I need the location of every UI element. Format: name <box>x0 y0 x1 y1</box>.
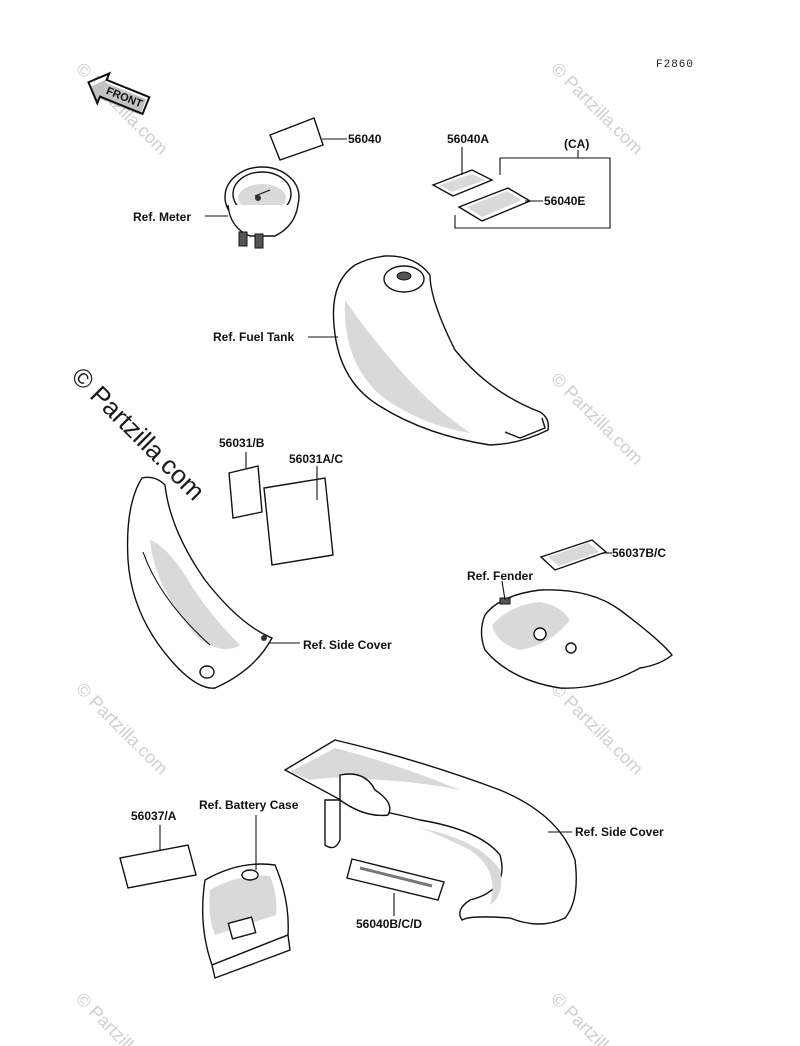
part-number-56040BCD: 56040B/C/D <box>356 917 422 931</box>
battery-case-illustration: Ref. Battery Case <box>199 798 299 979</box>
side-cover-right-illustration: Ref. Side Cover <box>283 739 664 925</box>
part-number-56031B: 56031/B <box>219 436 265 450</box>
decal-56031AC: 56031A/C <box>263 452 343 566</box>
meter-illustration: Ref. Meter <box>133 166 300 249</box>
ref-fuel-tank-label: Ref. Fuel Tank <box>213 330 294 344</box>
part-number-56040E: 56040E <box>544 194 585 208</box>
decal-56031B: 56031/B <box>219 436 265 519</box>
side-cover-left-illustration: Ref. Side Cover <box>126 476 392 689</box>
watermark-small: © Partzilla.com <box>72 679 172 779</box>
decal-56037A: 56037/A <box>119 809 197 889</box>
front-arrow-icon: FRONT <box>87 71 151 116</box>
ref-side-cover-left-label: Ref. Side Cover <box>303 638 392 652</box>
decal-56040: 56040 <box>269 117 382 161</box>
watermark-small: © Partzilla.com <box>72 989 172 1046</box>
watermark-small: © Partzilla.com <box>547 679 647 779</box>
ref-fender-label: Ref. Fender <box>467 569 533 583</box>
ref-battery-case-label: Ref. Battery Case <box>199 798 299 812</box>
fuel-tank-illustration: Ref. Fuel Tank <box>213 255 550 446</box>
ca-bracket: (CA) <box>454 137 611 229</box>
decal-56040E: 56040E <box>457 187 585 222</box>
decal-56040A: 56040A <box>431 132 494 197</box>
part-number-56031AC: 56031A/C <box>289 452 343 466</box>
part-number-56037A: 56037/A <box>131 809 177 823</box>
watermark-small: © Partzilla.com <box>547 59 647 159</box>
ca-label: (CA) <box>564 137 589 151</box>
fender-illustration: Ref. Fender <box>467 569 673 689</box>
decal-56037BC: 56037B/C <box>539 539 666 571</box>
figure-code: F2860 <box>656 59 694 71</box>
watermark-small: © Partzilla.com <box>547 369 647 469</box>
watermark-small: © Partzilla.com <box>72 59 172 159</box>
part-number-56040: 56040 <box>348 132 382 146</box>
ref-meter-label: Ref. Meter <box>133 210 191 224</box>
ref-side-cover-right-label: Ref. Side Cover <box>575 825 664 839</box>
watermark-small: © Partzilla.com <box>547 989 647 1046</box>
part-number-56040A: 56040A <box>447 132 489 146</box>
part-number-56037BC: 56037B/C <box>612 546 666 560</box>
decal-56040BCD: 56040B/C/D <box>346 858 445 931</box>
